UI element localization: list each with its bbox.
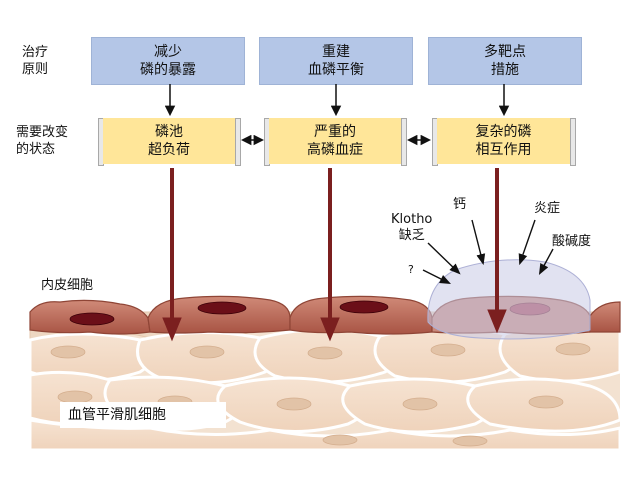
- principle-box-reduce-exposure: 减少 磷的暴露: [91, 37, 245, 85]
- arrow-calcium: [471, 219, 486, 266]
- bracket-right-1: [235, 118, 241, 166]
- annotation-question: ?: [408, 263, 414, 276]
- arrow-question: [422, 269, 452, 285]
- label-endothelial-cell: 内皮细胞: [41, 278, 94, 293]
- annotation-inflammation: 炎症: [534, 201, 561, 216]
- endothelial-nucleus: [339, 300, 389, 314]
- arrow-acidity: [538, 248, 554, 275]
- endothelial-nucleus: [197, 301, 247, 315]
- arrow-effect-2-head: [320, 317, 340, 342]
- bracket-right-2: [401, 118, 407, 166]
- interaction-bubble: [427, 259, 591, 340]
- annotation-calcium: 钙: [453, 197, 467, 212]
- bracket-right-3: [570, 118, 576, 166]
- state-box-hyperphosphatemia: 严重的 高磷血症: [269, 118, 401, 164]
- arrow-effect-3-head: [487, 309, 507, 334]
- principle-box-multi-target: 多靶点 措施: [428, 37, 582, 85]
- endothelial-nucleus: [69, 312, 115, 326]
- row-label-states: 需要改变 的状态: [16, 125, 69, 157]
- state-box-complex-interaction: 复杂的磷 相互作用: [437, 118, 570, 164]
- label-smooth-muscle-cell: 血管平滑肌细胞: [60, 402, 226, 428]
- row-label-principles: 治疗 原则: [22, 45, 49, 77]
- annotation-klotho-deficiency: Klotho 缺乏: [391, 212, 433, 243]
- state-box-pool-overload: 磷池 超负荷: [103, 118, 235, 164]
- annotation-acidity: 酸碱度: [552, 234, 592, 249]
- arrow-inflammation: [518, 219, 536, 266]
- arrow-effect-1-head: [162, 317, 182, 342]
- arrow-klotho: [427, 242, 461, 275]
